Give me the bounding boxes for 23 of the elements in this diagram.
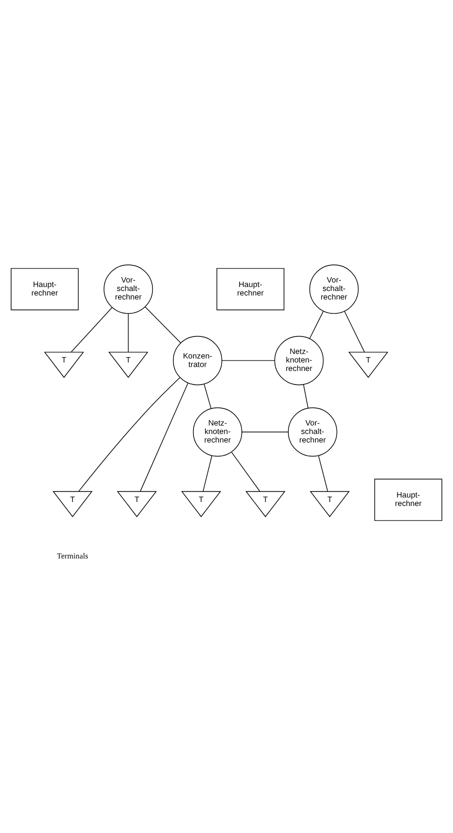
connector: [78, 376, 180, 492]
node-box: Haupt- rechner: [374, 478, 442, 520]
connector: [303, 384, 308, 408]
node-circle: Netz- knoten- rechner: [274, 335, 324, 385]
connector: [204, 383, 212, 408]
label: Terminals: [56, 550, 88, 560]
node-box: Haupt- rechner: [216, 268, 284, 310]
connector: [144, 306, 182, 343]
connector: [128, 312, 129, 352]
connector: [231, 451, 260, 492]
node-box: Haupt- rechner: [10, 268, 79, 310]
connector: [140, 382, 188, 492]
connector: [309, 310, 324, 338]
connector: [242, 431, 289, 432]
connector: [202, 454, 212, 492]
node-circle: Vor- schalt- rechner: [288, 406, 338, 456]
node-circle: Netz- knoten- rechner: [192, 406, 242, 456]
connector: [70, 306, 112, 352]
connector: [344, 310, 365, 352]
node-circle: Konzen- trator: [172, 335, 222, 385]
node-circle: Vor- schalt- rechner: [309, 264, 359, 314]
connector: [318, 454, 328, 492]
node-circle: Vor- schalt- rechner: [104, 264, 153, 314]
